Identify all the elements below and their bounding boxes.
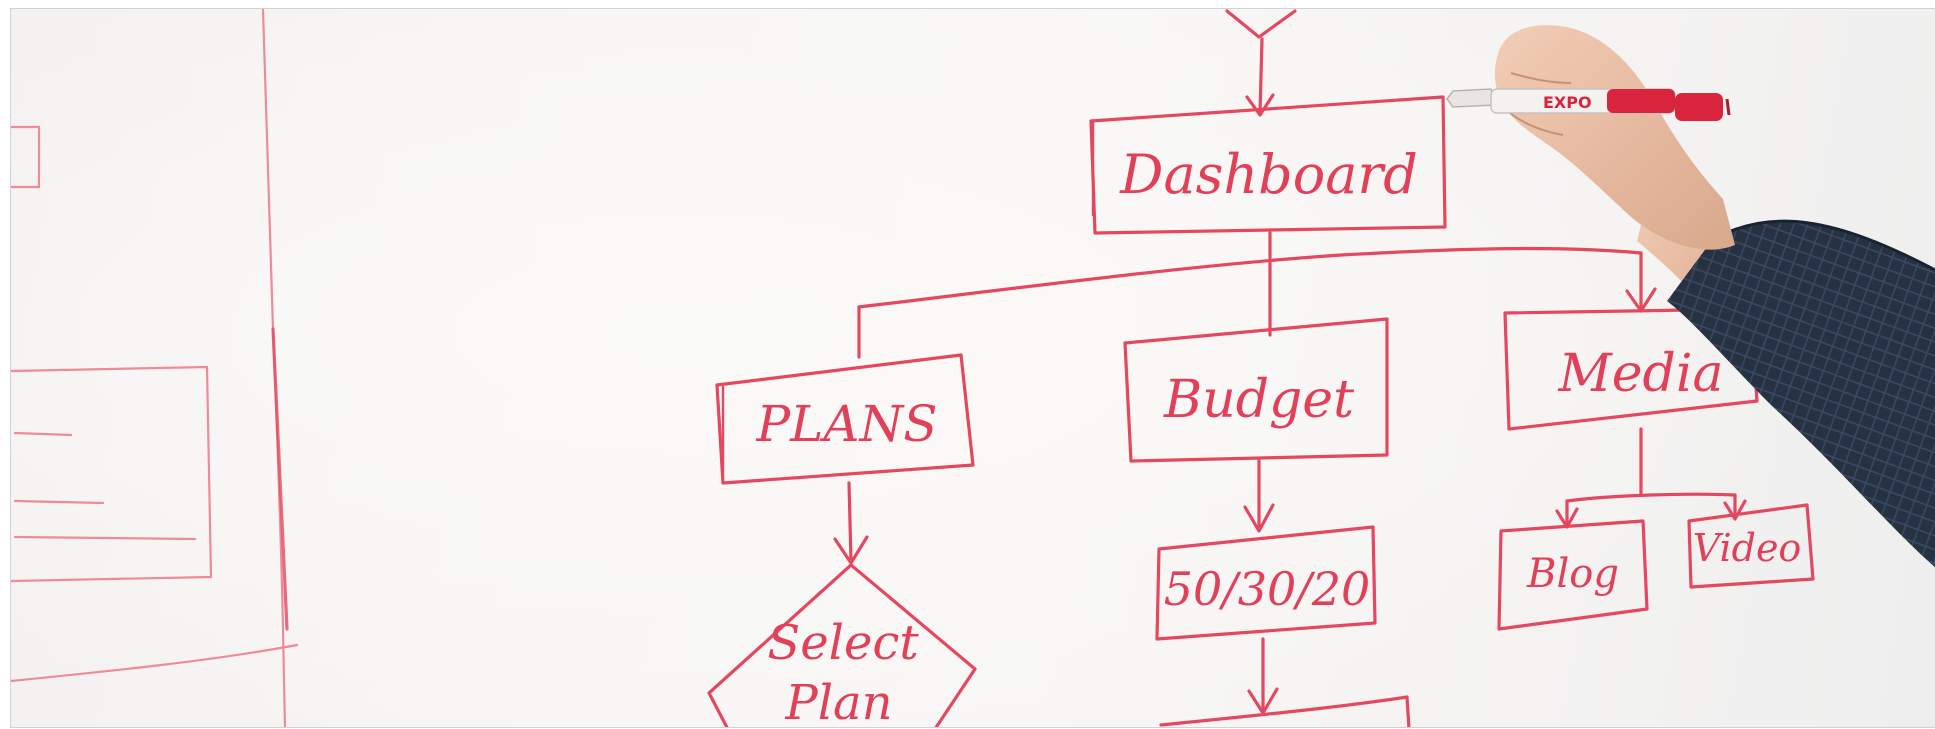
- ratio-label: 50/30/20: [1164, 562, 1371, 616]
- select-plan-node: Select Plan: [707, 481, 977, 728]
- video-label: Video: [1693, 526, 1802, 570]
- photo-frame: Dashboard PLANS Budget Media: [10, 8, 1935, 728]
- video-node: Video: [1687, 503, 1815, 589]
- top-connector: [1225, 9, 1297, 117]
- budget-label: Budget: [1163, 370, 1354, 430]
- whiteboard-photo: Dashboard PLANS Budget Media: [11, 9, 1935, 728]
- plans-label: PLANS: [756, 395, 938, 453]
- budget-node: Budget: [1123, 317, 1389, 463]
- plans-node: PLANS: [715, 353, 975, 485]
- blog-label: Blog: [1526, 551, 1619, 597]
- media-node: Media: [1503, 307, 1759, 431]
- plan-label: Plan: [784, 675, 892, 728]
- select-label: Select: [767, 615, 919, 671]
- media-label: Media: [1558, 344, 1724, 404]
- left-board-sketch: [11, 9, 299, 727]
- marker-brand: EXPO: [1543, 93, 1592, 112]
- dashboard-node: Dashboard: [1089, 95, 1447, 235]
- marker-pen: EXPO: [1446, 88, 1731, 121]
- ratio-node: 50/30/20: [1155, 459, 1411, 727]
- dashboard-label: Dashboard: [1119, 143, 1418, 206]
- blog-node: Blog: [1497, 519, 1649, 631]
- media-children: Blog Video: [1497, 427, 1815, 631]
